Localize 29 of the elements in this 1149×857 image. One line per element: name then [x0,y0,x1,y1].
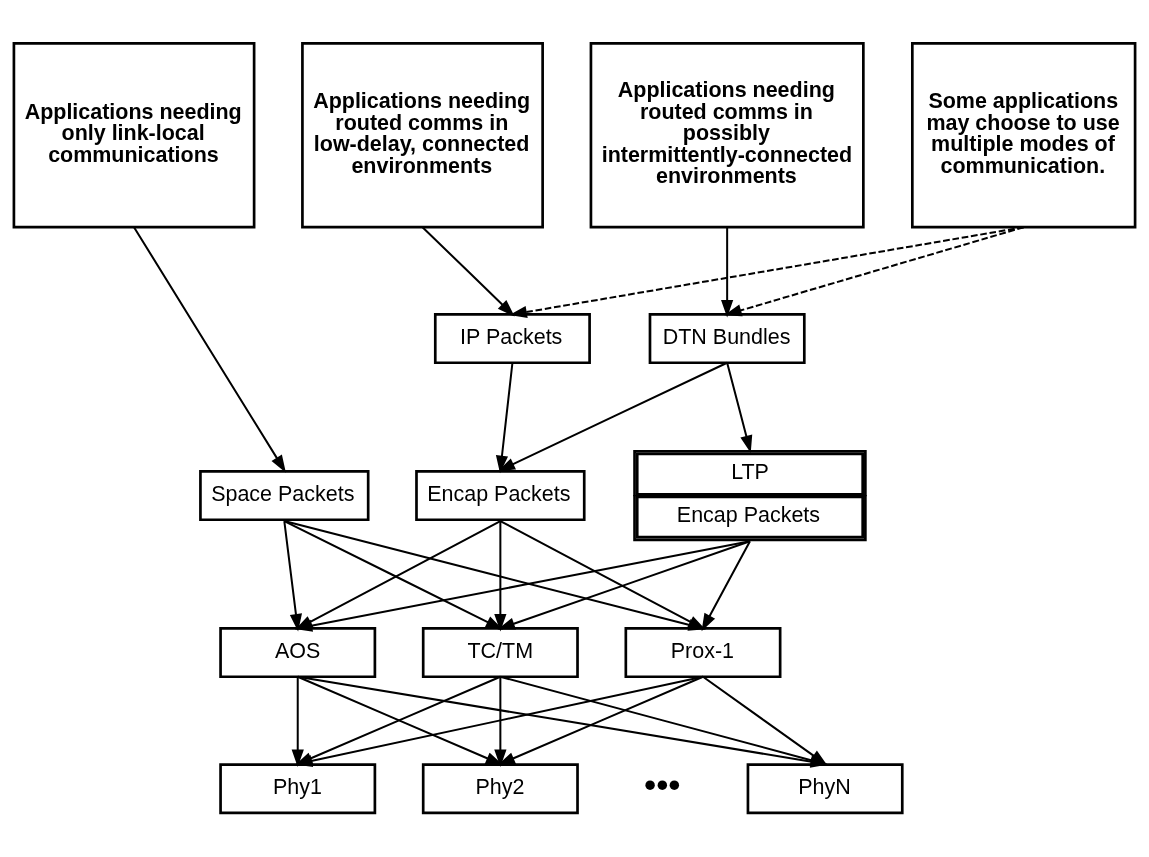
node-box: TC/TM [421,627,579,679]
node-box: Applications needing only link-local communications [12,42,256,229]
arrow [494,521,507,632]
arrow [494,676,507,768]
node-box: PhyN [746,763,904,815]
arrow [497,361,728,472]
node-box: Phy1 [219,763,377,815]
node-box: IP Packets [433,313,591,365]
node-box: Phy2 [421,763,579,815]
node-box: AOS [219,627,377,679]
arrow [726,362,753,453]
arrow [421,226,515,317]
arrow [721,227,734,318]
node-box: Prox-1 [624,627,782,679]
arrow [283,520,302,632]
arrow [497,675,704,766]
label: ••• [643,765,681,805]
node-box: DTN Bundles [648,313,806,365]
node-box: Applications needing routed comms in low-delay, connected environments [301,42,544,229]
arrow [509,226,1024,319]
node-box: Some applications may choose to use multiple modes of communication. [911,42,1137,229]
arrow [291,676,304,768]
arrow [701,540,751,632]
node-box: Applications needing routed comms in possibly intermittently-connected environments [589,42,865,229]
node-box: Space Packets [199,470,370,522]
arrow [724,226,1024,317]
arrow [495,362,514,474]
arrow [133,226,286,473]
node-box: Encap Packets [415,470,586,522]
